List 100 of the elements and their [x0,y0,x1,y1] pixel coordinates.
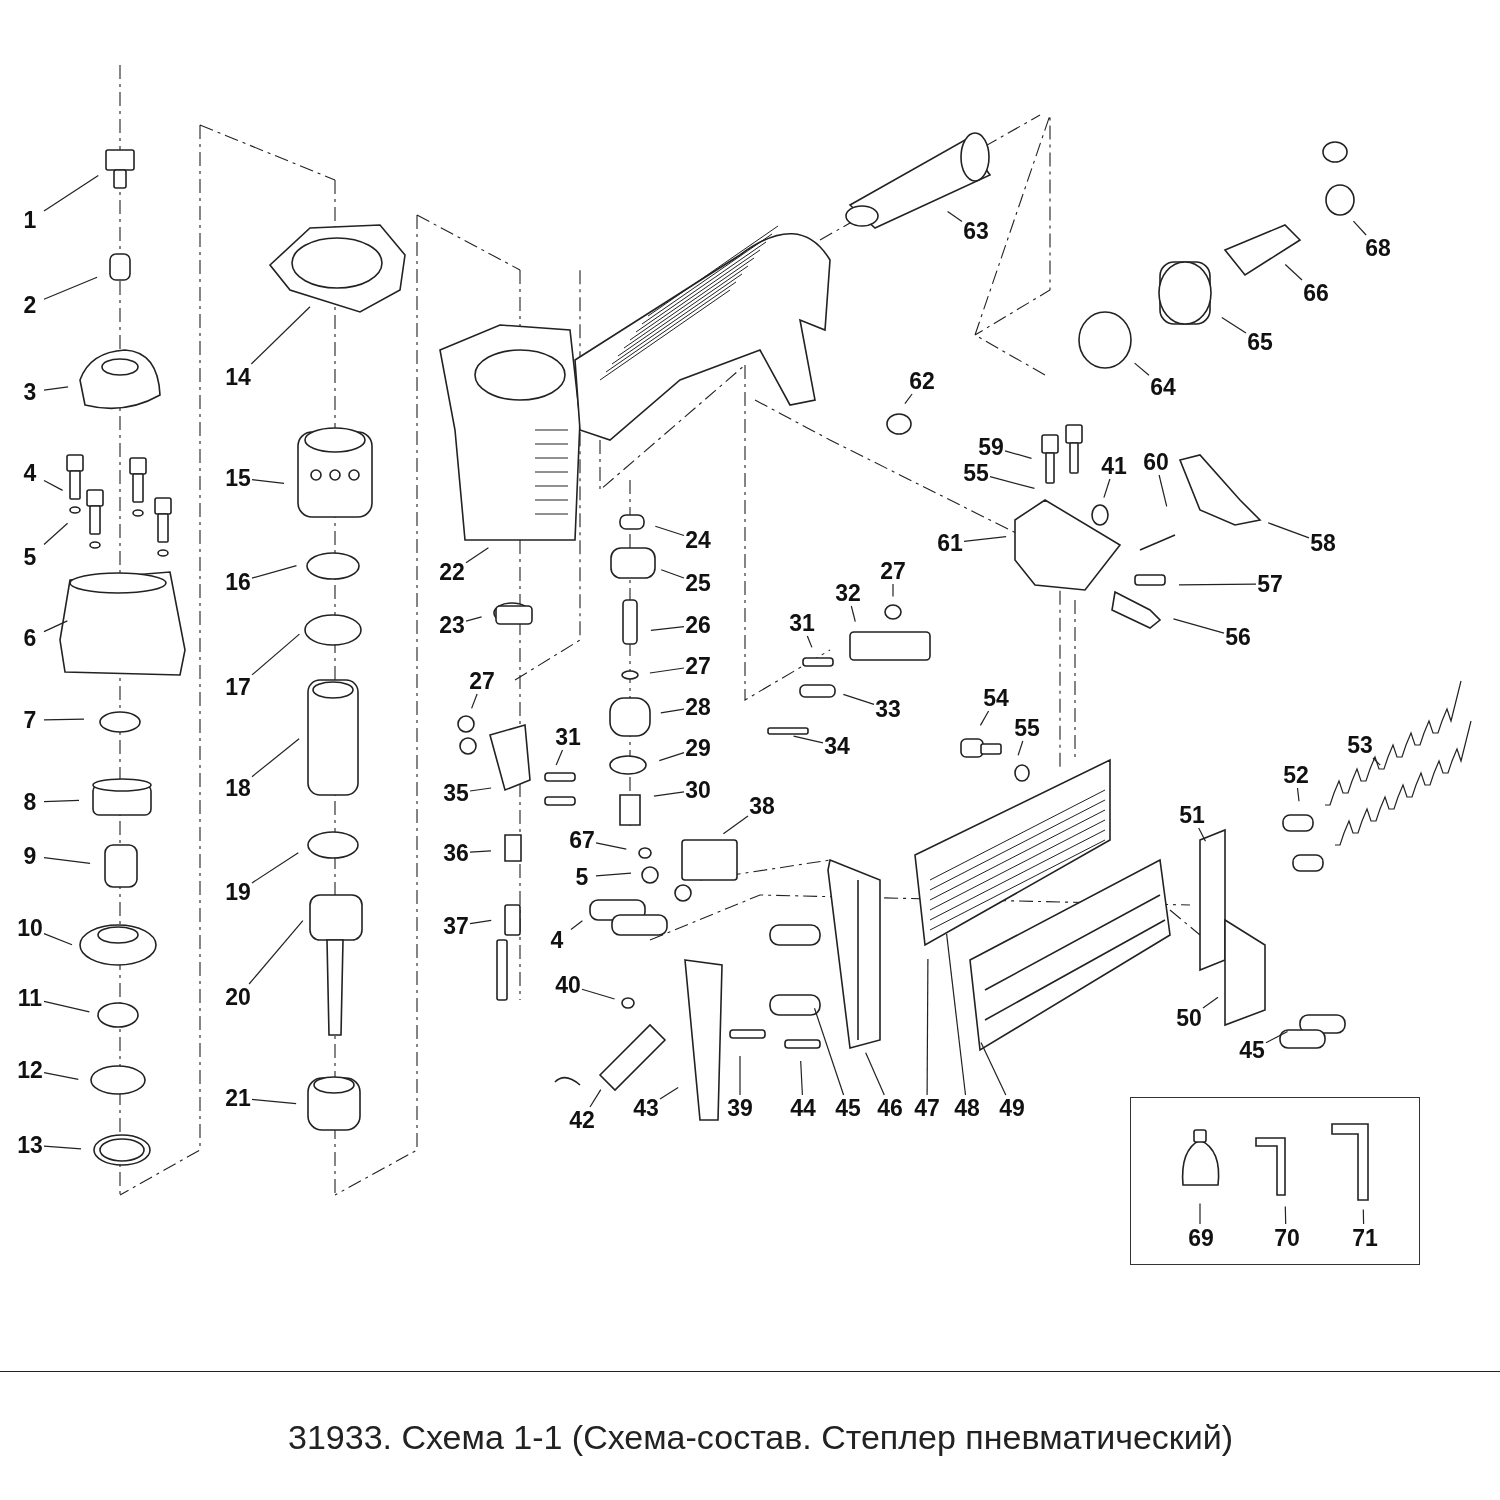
callout-number: 2 [23,293,37,317]
leader-line [842,693,875,705]
leader-line [800,1060,803,1096]
callout-number: 18 [225,776,251,800]
leader-line [43,1000,90,1013]
callout-number: 57 [1257,572,1283,596]
leader-line [989,476,1036,489]
callout-number: 61 [937,531,963,555]
callout-number: 41 [1101,454,1127,478]
leader-line [1284,1206,1287,1225]
inset-frame [1130,1097,1420,1265]
callout-number: 5 [23,545,37,569]
callout-number: 69 [1188,1226,1214,1250]
callout-number: 53 [1347,733,1373,757]
leader-line [660,708,685,714]
callout-number: 27 [469,669,495,693]
callout-number: 23 [439,613,465,637]
callout-number: 9 [23,844,37,868]
leader-line [43,857,91,864]
leader-line [465,616,483,622]
callout-number: 15 [225,466,251,490]
callout-number: 4 [23,461,37,485]
callout-number: 34 [824,734,850,758]
callout-number: 44 [790,1096,816,1120]
leader-line [660,569,685,579]
leader-line [904,393,913,405]
leader-line [1178,583,1257,586]
callout-number: 8 [23,790,37,814]
callout-number: 52 [1283,763,1309,787]
callout-number: 17 [225,675,251,699]
leader-line [947,211,963,222]
callout-number: 58 [1310,531,1336,555]
leader-line [722,815,749,835]
leader-line [1158,474,1168,507]
callout-number: 54 [983,686,1009,710]
leader-line [659,1086,679,1100]
callout-number: 19 [225,880,251,904]
leader-line [43,522,69,546]
callout-number: 48 [954,1096,980,1120]
leader-line [1362,1209,1365,1225]
callout-number: 16 [225,570,251,594]
callout-number: 39 [727,1096,753,1120]
leader-line [589,1089,602,1108]
callout-number: 22 [439,560,465,584]
callout-number: 65 [1247,330,1273,354]
callout-number: 11 [17,986,43,1010]
callout-number: 31 [789,611,815,635]
leader-line [1134,362,1150,376]
leader-line [251,565,298,579]
leader-line [251,479,285,484]
callout-number: 26 [685,613,711,637]
leader-line [251,738,300,778]
leader-line [581,988,616,1000]
callout-number: 55 [1014,716,1040,740]
leader-line [654,525,685,537]
callout-number: 49 [999,1096,1025,1120]
leader-line [43,1145,82,1150]
leader-line [251,852,299,884]
leader-line [1265,1030,1289,1044]
leader-line [595,872,632,877]
leader-line [892,583,894,598]
callout-number: 40 [555,973,581,997]
leader-line [469,850,492,853]
leader-line [43,276,98,300]
callout-number: 43 [633,1096,659,1120]
callout-number: 36 [443,841,469,865]
leader-line [806,635,813,648]
callout-number: 13 [17,1133,43,1157]
callout-number: 66 [1303,281,1329,305]
leader-line [43,175,99,212]
leader-line [650,626,685,631]
callout-number: 62 [909,369,935,393]
leader-line [43,718,85,721]
leader-line [658,752,685,762]
leader-line [1284,263,1303,281]
leader-line [979,710,990,726]
callout-number: 47 [914,1096,940,1120]
leader-line [850,605,856,623]
callout-number: 38 [749,794,775,818]
leader-line [793,735,824,744]
callout-number: 56 [1225,625,1251,649]
callout-number: 70 [1274,1226,1300,1250]
callout-number: 68 [1365,236,1391,260]
leader-line [248,920,304,985]
callout-number: 51 [1179,803,1205,827]
leader-line [1198,827,1207,842]
callout-number: 27 [685,654,711,678]
leader-line [1352,220,1367,236]
leader-line [471,693,478,709]
callout-number: 67 [569,828,595,852]
leader-line [980,1042,1007,1096]
leader-line [251,633,300,676]
callout-number: 63 [963,219,989,243]
callout-number: 5 [575,865,589,889]
leader-line [1202,996,1219,1009]
callout-number: 46 [877,1096,903,1120]
callout-number: 27 [880,559,906,583]
callout-number: 20 [225,985,251,1009]
leader-line [43,799,80,803]
leader-line [1267,522,1310,539]
